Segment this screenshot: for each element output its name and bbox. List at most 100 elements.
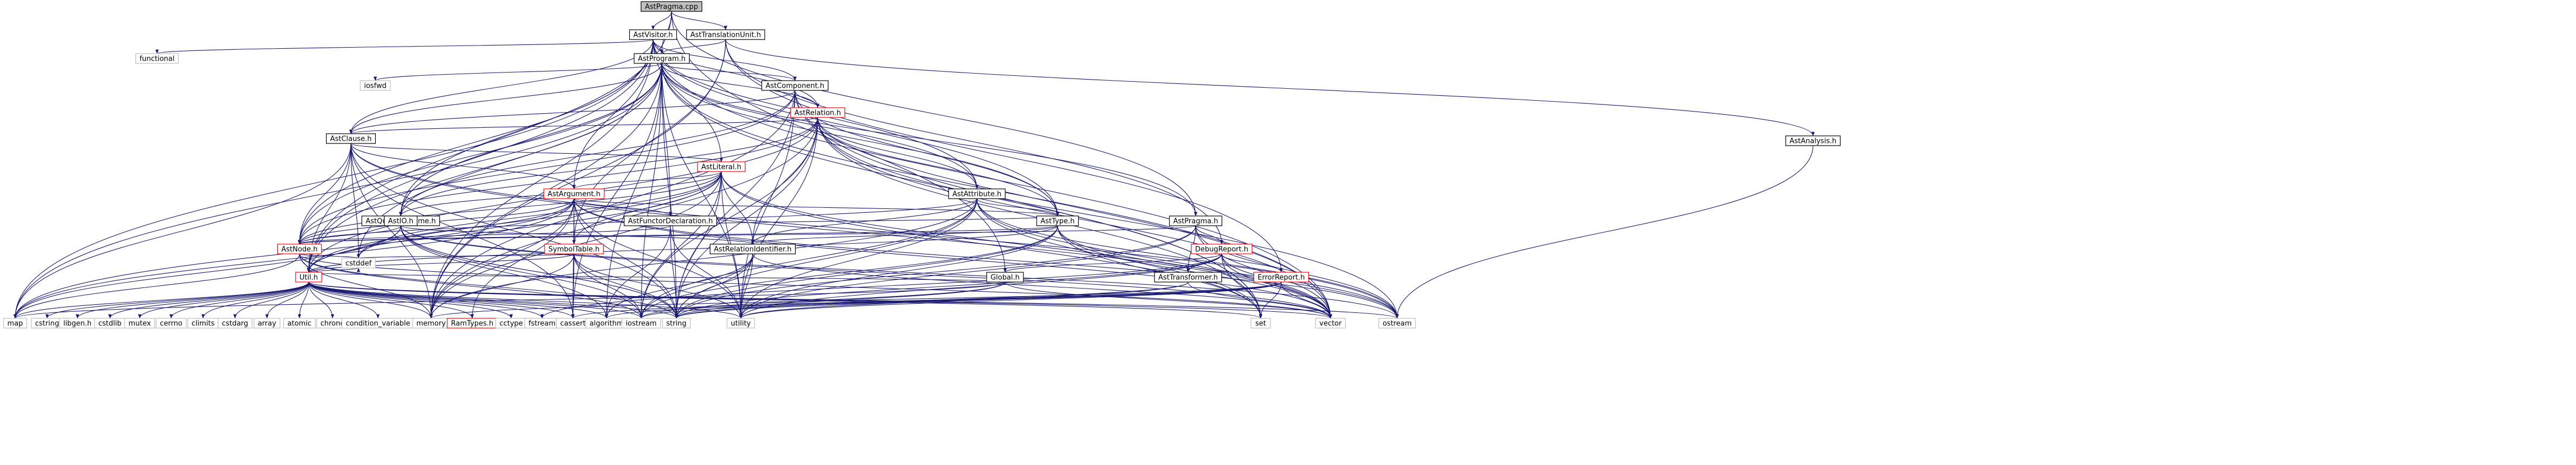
node-util[interactable]: Util.h bbox=[295, 272, 322, 283]
edge-astrelationidentifier-to-vector bbox=[752, 253, 1332, 319]
node-astvisitor[interactable]: AstVisitor.h bbox=[629, 29, 677, 40]
edge-astcomponent-to-memory bbox=[429, 90, 795, 319]
node-cstring: cstring bbox=[31, 318, 63, 329]
node-global[interactable]: Global.h bbox=[986, 272, 1024, 283]
node-label: AstPragma.h bbox=[1173, 218, 1218, 226]
edge-astclause-to-astargument bbox=[350, 143, 576, 189]
node-label: iosfwd bbox=[364, 82, 387, 90]
node-astcomponent[interactable]: AstComponent.h bbox=[761, 80, 829, 91]
edge-debugreport-to-set bbox=[1221, 253, 1263, 319]
node-astanalysis[interactable]: AstAnalysis.h bbox=[1785, 135, 1841, 146]
edge-astattribute-to-astrelationidentifier bbox=[751, 198, 977, 245]
edge-astvisitor-to-memory bbox=[429, 39, 654, 319]
edge-astvisitor-to-vector bbox=[653, 39, 1333, 319]
edge-astnode-to-util bbox=[299, 253, 311, 273]
node-debugreport[interactable]: DebugReport.h bbox=[1191, 244, 1253, 254]
edge-asttype-to-iostream bbox=[639, 225, 1058, 319]
edge-astcomponent-to-astclause bbox=[349, 90, 795, 134]
edge-util-to-cstring bbox=[45, 281, 309, 319]
edge-util-to-memory bbox=[308, 281, 433, 319]
edge-util-to-fstream bbox=[308, 281, 544, 319]
node-label: AstRelation.h bbox=[794, 109, 841, 117]
node-cstdarg: cstdarg bbox=[218, 318, 252, 329]
edge-astrelationidentifier-to-utility bbox=[739, 253, 753, 319]
edge-util-to-cstdarg bbox=[233, 281, 309, 319]
node-map: map bbox=[3, 318, 28, 329]
edge-debugreport-to-string bbox=[675, 253, 1222, 319]
node-box bbox=[1785, 135, 1841, 146]
edge-util-to-cstdlib bbox=[108, 281, 309, 319]
edge-astliteral-to-astnode bbox=[298, 171, 722, 245]
node-astattribute[interactable]: AstAttribute.h bbox=[948, 188, 1006, 199]
node-label: memory bbox=[416, 320, 446, 328]
edge-astcomponent-to-vector bbox=[794, 90, 1333, 319]
node-box bbox=[1036, 215, 1079, 226]
node-chrono: chrono bbox=[316, 318, 349, 329]
edge-util-to-ramtypes bbox=[308, 281, 474, 319]
node-box bbox=[621, 318, 661, 329]
node-astprogram[interactable]: AstProgram.h bbox=[634, 53, 690, 64]
node-label: cassert bbox=[560, 320, 585, 328]
edge-asttranslationunit-to-astprogram bbox=[660, 39, 726, 54]
node-box bbox=[761, 80, 829, 91]
node-astclause[interactable]: AstClause.h bbox=[325, 133, 376, 144]
node-memory: memory bbox=[412, 318, 450, 329]
node-label: AstComponent.h bbox=[766, 82, 825, 90]
node-ramtypes[interactable]: RamTypes.h bbox=[447, 318, 498, 329]
edge-astprogram-to-utility bbox=[661, 63, 743, 319]
node-asttransformer[interactable]: AstTransformer.h bbox=[1154, 272, 1222, 283]
edge-astqualifiedname-to-algorithm bbox=[400, 225, 609, 319]
node-astrelationidentifier[interactable]: AstRelationIdentifier.h bbox=[709, 244, 796, 254]
node-label: utility bbox=[731, 320, 751, 328]
edge-astpragma-to-debugreport bbox=[1195, 225, 1224, 245]
node-functional: functional bbox=[135, 53, 179, 64]
edge-astabstract-to-map bbox=[13, 225, 401, 319]
node-asttype[interactable]: AstType.h bbox=[1036, 215, 1079, 226]
node-cstddef: cstddef bbox=[341, 258, 376, 268]
node-label: atomic bbox=[288, 320, 311, 328]
node-astliteral[interactable]: AstLiteral.h bbox=[697, 161, 746, 172]
node-label: AstClause.h bbox=[330, 135, 372, 143]
node-root[interactable]: AstPragma.cpp bbox=[641, 1, 702, 12]
node-astnode[interactable]: AstNode.h bbox=[277, 244, 322, 254]
edge-astanalysis-to-ostream bbox=[1395, 145, 1814, 319]
node-box bbox=[709, 244, 796, 254]
node-label: AstPragma.cpp bbox=[645, 3, 698, 11]
edge-util-to-cctype bbox=[308, 281, 513, 319]
node-box bbox=[341, 258, 376, 268]
node-atomic: atomic bbox=[283, 318, 316, 329]
node-label: cstddef bbox=[345, 260, 372, 268]
node-astpragma[interactable]: AstPragma.h bbox=[1169, 215, 1223, 226]
node-astrelation[interactable]: AstRelation.h bbox=[790, 107, 845, 118]
edge-util-to-condition_variable bbox=[308, 281, 380, 319]
node-astargument[interactable]: AstArgument.h bbox=[543, 188, 605, 199]
edge-astclause-to-ostream bbox=[350, 143, 1399, 319]
edge-astprogram-to-astcomponent bbox=[661, 63, 797, 81]
node-label: ostream bbox=[1382, 320, 1412, 328]
node-label: RamTypes.h bbox=[451, 320, 493, 328]
node-astabstract[interactable]: AstIO.h bbox=[384, 215, 418, 226]
node-astfunctordeclaration[interactable]: AstFunctorDeclaration.h bbox=[623, 215, 718, 226]
edge-util-to-climits bbox=[201, 281, 309, 319]
edge-util-to-cstddef bbox=[308, 267, 360, 273]
edge-asttransformer-to-vector bbox=[1188, 281, 1333, 319]
node-label: AstAnalysis.h bbox=[1790, 137, 1837, 146]
node-box bbox=[1253, 272, 1309, 283]
edge-astprogram-to-astnode bbox=[297, 63, 662, 245]
node-cstdlib: cstdlib bbox=[94, 318, 126, 329]
node-label: set bbox=[1255, 320, 1266, 328]
edge-asttranslationunit-to-memory bbox=[429, 39, 726, 319]
node-box bbox=[384, 215, 418, 226]
node-label: AstType.h bbox=[1041, 218, 1075, 226]
edge-astclause-to-map bbox=[13, 143, 351, 319]
edge-astprogram-to-algorithm bbox=[604, 63, 662, 319]
edge-astliteral-to-util bbox=[306, 171, 722, 273]
edge-astprogram-to-cassert bbox=[571, 63, 662, 319]
edge-asttype-to-astnode bbox=[298, 225, 1058, 245]
edge-astliteral-to-string bbox=[674, 171, 722, 319]
edge-util-to-array bbox=[265, 281, 309, 319]
node-errorreport[interactable]: ErrorReport.h bbox=[1253, 272, 1309, 283]
edge-astqualifiedname-to-iostream bbox=[400, 225, 643, 319]
node-symboltable[interactable]: SymbolTable.h bbox=[544, 244, 604, 254]
node-asttranslationunit[interactable]: AstTranslationUnit.h bbox=[686, 29, 765, 40]
